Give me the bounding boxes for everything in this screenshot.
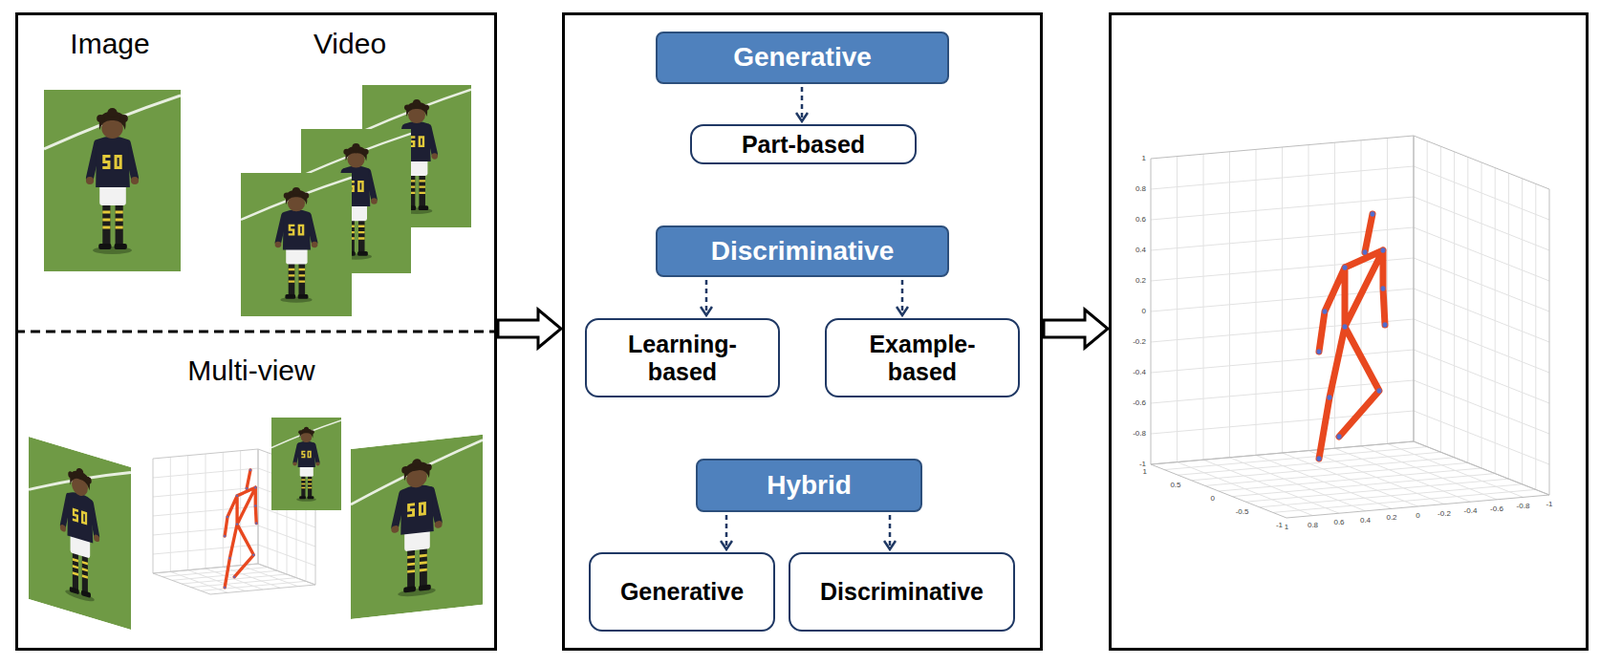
method-box: Generative: [588, 552, 776, 632]
panel-caption: Video: [313, 26, 387, 62]
skeleton: [1316, 211, 1388, 462]
tick-label: 0.5: [1169, 481, 1181, 490]
tick-label: -0.8: [1516, 502, 1531, 511]
tick-label: -0.6: [1490, 505, 1504, 514]
method-box: Discriminative: [788, 552, 1016, 632]
category-box: Hybrid: [695, 458, 923, 513]
method-box: Part-based: [690, 124, 917, 165]
box-label: Generative: [733, 42, 872, 73]
input-panel: Image VideoMulti-view: [15, 12, 498, 651]
tick-label: 0.8: [1307, 521, 1319, 530]
method-box: Learning- based: [584, 318, 780, 398]
view-photo: [271, 417, 342, 511]
method-box: Example- based: [824, 318, 1020, 398]
video-frame: [240, 172, 352, 317]
box-label: Example- based: [836, 330, 1009, 387]
box-label: Part-based: [741, 130, 865, 159]
view-photo: [350, 434, 483, 620]
dashed-arrow: [705, 280, 709, 316]
tick-label: 1: [1142, 154, 1146, 163]
mini-skeleton: [223, 469, 259, 590]
tick-label: -0.2: [1437, 510, 1451, 519]
photo: [43, 89, 181, 272]
tick-label: -0.6: [1132, 399, 1146, 408]
box-label: Discriminative: [820, 578, 984, 606]
output-panel: [1108, 12, 1589, 651]
tick-label: -0.8: [1132, 430, 1146, 438]
method-panel: GenerativePart-basedDiscriminativeLearni…: [562, 12, 1043, 651]
tick-label: -1: [1545, 500, 1553, 509]
tick-label: 0: [1142, 307, 1146, 316]
dashed-arrow: [800, 86, 804, 122]
tick-label: 0.6: [1333, 518, 1344, 527]
dashed-arrow: [901, 280, 905, 316]
plot-grid: [1150, 135, 1550, 519]
panel-caption: Image: [69, 26, 150, 62]
tick-label: 1: [1143, 468, 1147, 476]
view-photo: [28, 436, 131, 630]
tick-label: -0.4: [1132, 368, 1146, 377]
box-label: Generative: [620, 578, 744, 606]
box-label: Discriminative: [711, 236, 894, 267]
tick-label: -0.2: [1132, 338, 1146, 346]
panel-caption: Multi-view: [187, 353, 315, 389]
tick-label: -0.5: [1235, 508, 1250, 517]
tick-label: 0.4: [1135, 246, 1146, 255]
tick-label: 0.2: [1135, 277, 1146, 285]
block-arrow: [497, 309, 562, 348]
tick-label: 0.2: [1385, 514, 1397, 522]
tick-label: 1: [1284, 523, 1289, 532]
category-box: Discriminative: [655, 225, 950, 278]
category-box: Generative: [655, 31, 950, 85]
tick-label: 0.6: [1135, 216, 1146, 224]
tick-label: 0: [1415, 512, 1420, 520]
box-label: Learning- based: [596, 330, 769, 387]
tick-label: -1: [1275, 521, 1283, 530]
tick-label: 0.4: [1360, 517, 1371, 525]
dashed-arrow: [888, 515, 892, 550]
dashed-arrow: [725, 515, 729, 550]
block-arrow: [1043, 309, 1108, 348]
divider: [15, 330, 498, 334]
tick-label: 0: [1210, 495, 1215, 503]
tick-label: -1: [1139, 460, 1146, 469]
tick-label: -0.4: [1464, 507, 1478, 516]
box-label: Hybrid: [766, 470, 852, 501]
tick-label: 0.8: [1135, 185, 1146, 194]
